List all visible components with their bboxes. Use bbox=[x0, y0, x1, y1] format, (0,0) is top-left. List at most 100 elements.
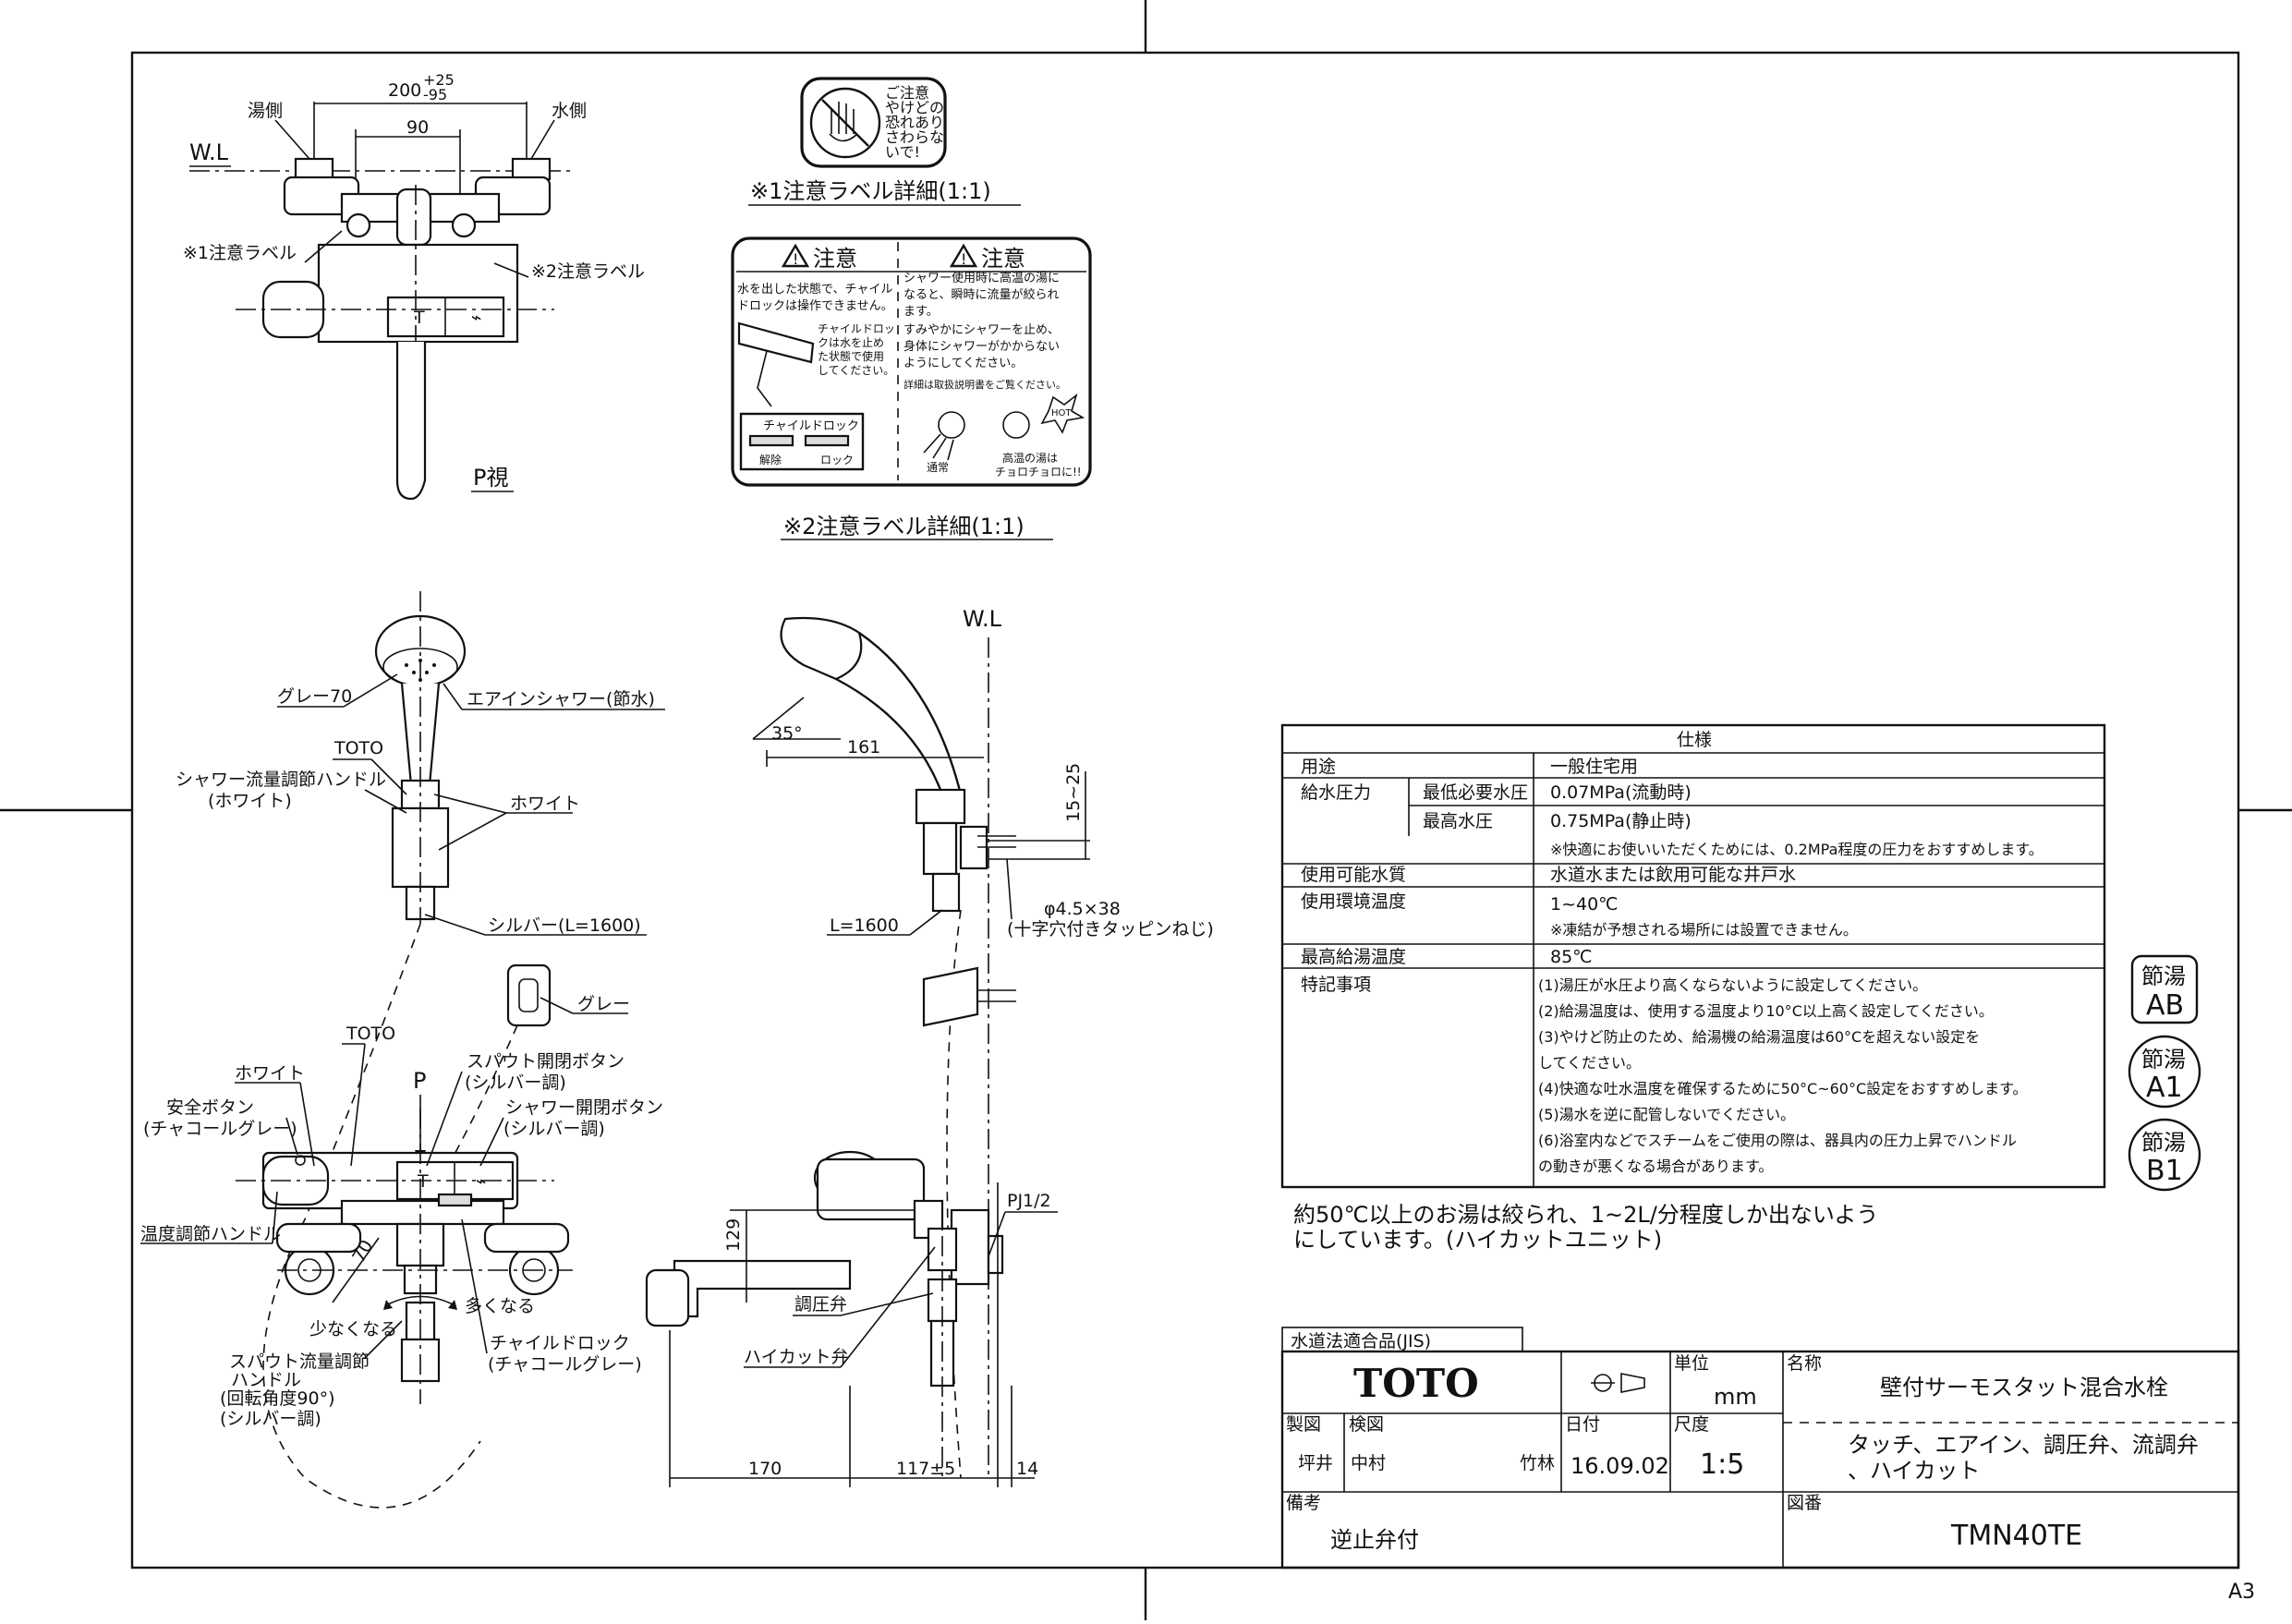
svg-text:!: ! bbox=[793, 250, 798, 268]
title-block: 水道法適合品(JIS) TOTO 単位 mm 名称 壁付サーモスタット混合水栓 … bbox=[1280, 1327, 2240, 1569]
label2-left-sub-2: クは水を止め bbox=[818, 336, 884, 349]
spec-note-1: (1)湯圧が水圧より高くならないように設定してください。 bbox=[1538, 976, 1927, 994]
label2-left-sub-4: してください。 bbox=[818, 364, 894, 377]
badge-a1 bbox=[2128, 1035, 2201, 1109]
date-label: 日付 bbox=[1565, 1414, 1600, 1435]
svg-text:⌁: ⌁ bbox=[476, 1171, 486, 1192]
wl-label: W.L bbox=[189, 139, 229, 165]
spec-note-8: の動きが悪くなる場合があります。 bbox=[1538, 1157, 1773, 1175]
shower-hot-icon bbox=[1002, 411, 1030, 439]
label2-hot-line-2: チョロチョロに!! bbox=[995, 466, 1082, 479]
svg-text:T: T bbox=[413, 308, 425, 328]
pressure-valve-label: 調圧弁 bbox=[794, 1294, 847, 1315]
spec-note-3: (3)やけど防止のため、給湯機の給湯温度は60°Cを超えない設定を bbox=[1538, 1028, 1980, 1046]
badge-a1-top: 節湯 bbox=[2141, 1047, 2186, 1073]
jis-label: 水道法適合品(JIS) bbox=[1291, 1331, 1431, 1351]
check-value-1: 中村 bbox=[1351, 1453, 1386, 1473]
label2-right-line-4: すみやかにシャワーを止め、 bbox=[903, 323, 1060, 337]
dim-14: 14 bbox=[1016, 1459, 1038, 1479]
spec-row-quality-label: 使用可能水質 bbox=[1301, 865, 1406, 885]
faucet-section-view: 129 調圧弁 ハイカット弁 PJ1/2 170 117±5 14 bbox=[645, 1150, 1058, 1487]
top-view: 200 +25 -95 90 湯側 水側 W.L T ⌁ ※1注意ラベル ※2注… bbox=[183, 71, 645, 501]
badge-ab bbox=[2130, 954, 2199, 1024]
child-lock-label: チャイルドロック bbox=[490, 1333, 630, 1353]
warning-triangle-icon-2 bbox=[949, 243, 978, 268]
dim-tol-plus: +25 bbox=[423, 71, 455, 89]
screw-type: (十字穴付きタッピンねじ) bbox=[1007, 919, 1214, 939]
label2-right-line-1: シャワー使用時に高温の湯に bbox=[903, 271, 1060, 285]
no-touch-hand-icon bbox=[809, 87, 881, 159]
spec-note-5: (4)快適な吐水温度を確保するために50°C~60°C設定をおすすめします。 bbox=[1538, 1080, 2028, 1097]
spout-flow-line-1: スパウト流量調節 bbox=[229, 1351, 370, 1372]
name-label: 名称 bbox=[1787, 1353, 1822, 1374]
dim-center: 90 bbox=[406, 117, 429, 138]
label2-right-title: 注意 bbox=[981, 246, 1025, 272]
label1-text-5: いで! bbox=[885, 143, 920, 161]
badge-b1 bbox=[2128, 1118, 2201, 1192]
p-mark: P bbox=[413, 1068, 426, 1094]
dim-117: 117±5 bbox=[896, 1459, 955, 1479]
safety-button bbox=[295, 1155, 306, 1166]
spec-note-2: (2)給湯温度は、使用する温度より10°C以上高く設定してください。 bbox=[1538, 1002, 1994, 1020]
label2-hot-line-1: 高温の湯は bbox=[1002, 451, 1058, 465]
hicut-note-2: にしています。(ハイカットユニット) bbox=[1293, 1227, 1662, 1253]
remarks-label: 備考 bbox=[1286, 1493, 1321, 1513]
desc-line-1: タッチ、エアイン、調圧弁、流調弁 bbox=[1848, 1432, 2199, 1458]
label1-text-3: 恐れあり bbox=[885, 114, 944, 131]
less-label: 少なくなる bbox=[309, 1319, 397, 1339]
grey70-label: グレー70 bbox=[277, 686, 352, 707]
remarks-value: 逆止弁付 bbox=[1330, 1527, 1419, 1553]
label-detail-1: ご注意 やけどの 恐れあり さわらな いで! ※1注意ラベル詳細(1:1) bbox=[748, 77, 1021, 206]
dim-170: 170 bbox=[748, 1459, 782, 1479]
spec-note-4: してください。 bbox=[1538, 1054, 1641, 1072]
label2-left-line-1: 水を出した状態で、チャイル bbox=[737, 282, 892, 297]
spec-row-env-label: 使用環境温度 bbox=[1301, 891, 1406, 912]
drawn-value: 坪井 bbox=[1298, 1453, 1333, 1473]
spec-row-max-pressure-sub: 最高水圧 bbox=[1423, 811, 1493, 831]
dim-tol-minus: -95 bbox=[423, 86, 447, 103]
faucet-front-view: P T ⌁ TOTO ホワイト 安全ボタン (チャコールグレー) スパウト開閉ボ… bbox=[140, 1024, 663, 1429]
label1-text-1: ご注意 bbox=[885, 84, 929, 102]
label1-callout: ※1注意ラベル bbox=[183, 243, 297, 263]
white-label: ホワイト bbox=[510, 794, 580, 814]
label2-lock-release: 解除 bbox=[759, 453, 782, 467]
view-title-p: P視 bbox=[473, 465, 508, 491]
drawn-label: 製図 bbox=[1286, 1414, 1321, 1435]
more-label: 多くなる bbox=[465, 1296, 535, 1316]
hicut-note-1: 約50℃以上のお湯は絞られ、1~2L/分程度しか出ないよう bbox=[1293, 1202, 1878, 1228]
spec-row-pressure-label: 給水圧力 bbox=[1301, 782, 1371, 803]
shower-normal-icon bbox=[938, 411, 965, 439]
flow-handle-color: (ホワイト) bbox=[208, 791, 292, 811]
side-hose-label: L=1600 bbox=[830, 915, 899, 936]
label2-right-line-2: なると、瞬時に流量が絞られ bbox=[903, 288, 1059, 302]
dim-overall: 200 bbox=[388, 80, 421, 101]
check-value-2: 竹林 bbox=[1520, 1453, 1555, 1473]
side-wl-label: W.L bbox=[963, 606, 1002, 632]
label2-left-title: 注意 bbox=[813, 246, 857, 272]
spec-row-use-value: 一般住宅用 bbox=[1550, 757, 1638, 777]
sheet-size-label: A3 bbox=[2227, 1581, 2255, 1604]
pj-label: PJ1/2 bbox=[1007, 1191, 1051, 1211]
svg-text:⌁: ⌁ bbox=[471, 308, 481, 328]
front-toto-label: TOTO bbox=[346, 1024, 395, 1044]
front-white-label: ホワイト bbox=[235, 1063, 305, 1084]
child-lock-color: (チャコールグレー) bbox=[488, 1354, 642, 1375]
unit-value: mm bbox=[1714, 1384, 1757, 1410]
dim-15-25: 15~25 bbox=[1063, 763, 1084, 822]
shower-front-view: グレー70 エアインシャワー(節水) TOTO シャワー流量調節ハンドル (ホワ… bbox=[176, 591, 665, 1509]
label-detail-2: ! 注意 ! 注意 水を出した状態で、チャイル ドロックは操作できません。 チャ… bbox=[731, 236, 1092, 540]
shower-btn-color: (シルバー調) bbox=[503, 1119, 605, 1139]
spec-row-min-pressure-sub: 最低必要水圧 bbox=[1423, 782, 1528, 803]
angle-label: 35° bbox=[771, 723, 803, 744]
holder-grey-label: グレー bbox=[577, 994, 630, 1014]
label2-right-line-5: 身体にシャワーがかからない bbox=[903, 339, 1060, 354]
hose-label: シルバー(L=1600) bbox=[488, 915, 641, 936]
spout-flow-line-4: (シルバー調) bbox=[220, 1409, 321, 1429]
spec-row-maxtemp-label: 最高給湯温度 bbox=[1301, 947, 1406, 967]
safety-btn-color: (チャコールグレー) bbox=[143, 1119, 297, 1139]
safety-btn-label: 安全ボタン bbox=[166, 1097, 254, 1118]
spec-row-use-label: 用途 bbox=[1301, 757, 1336, 777]
date-value: 16.09.02 bbox=[1570, 1453, 1669, 1479]
shower-holder bbox=[506, 963, 552, 1027]
label-detail-2-caption: ※2注意ラベル詳細(1:1) bbox=[783, 514, 1025, 539]
